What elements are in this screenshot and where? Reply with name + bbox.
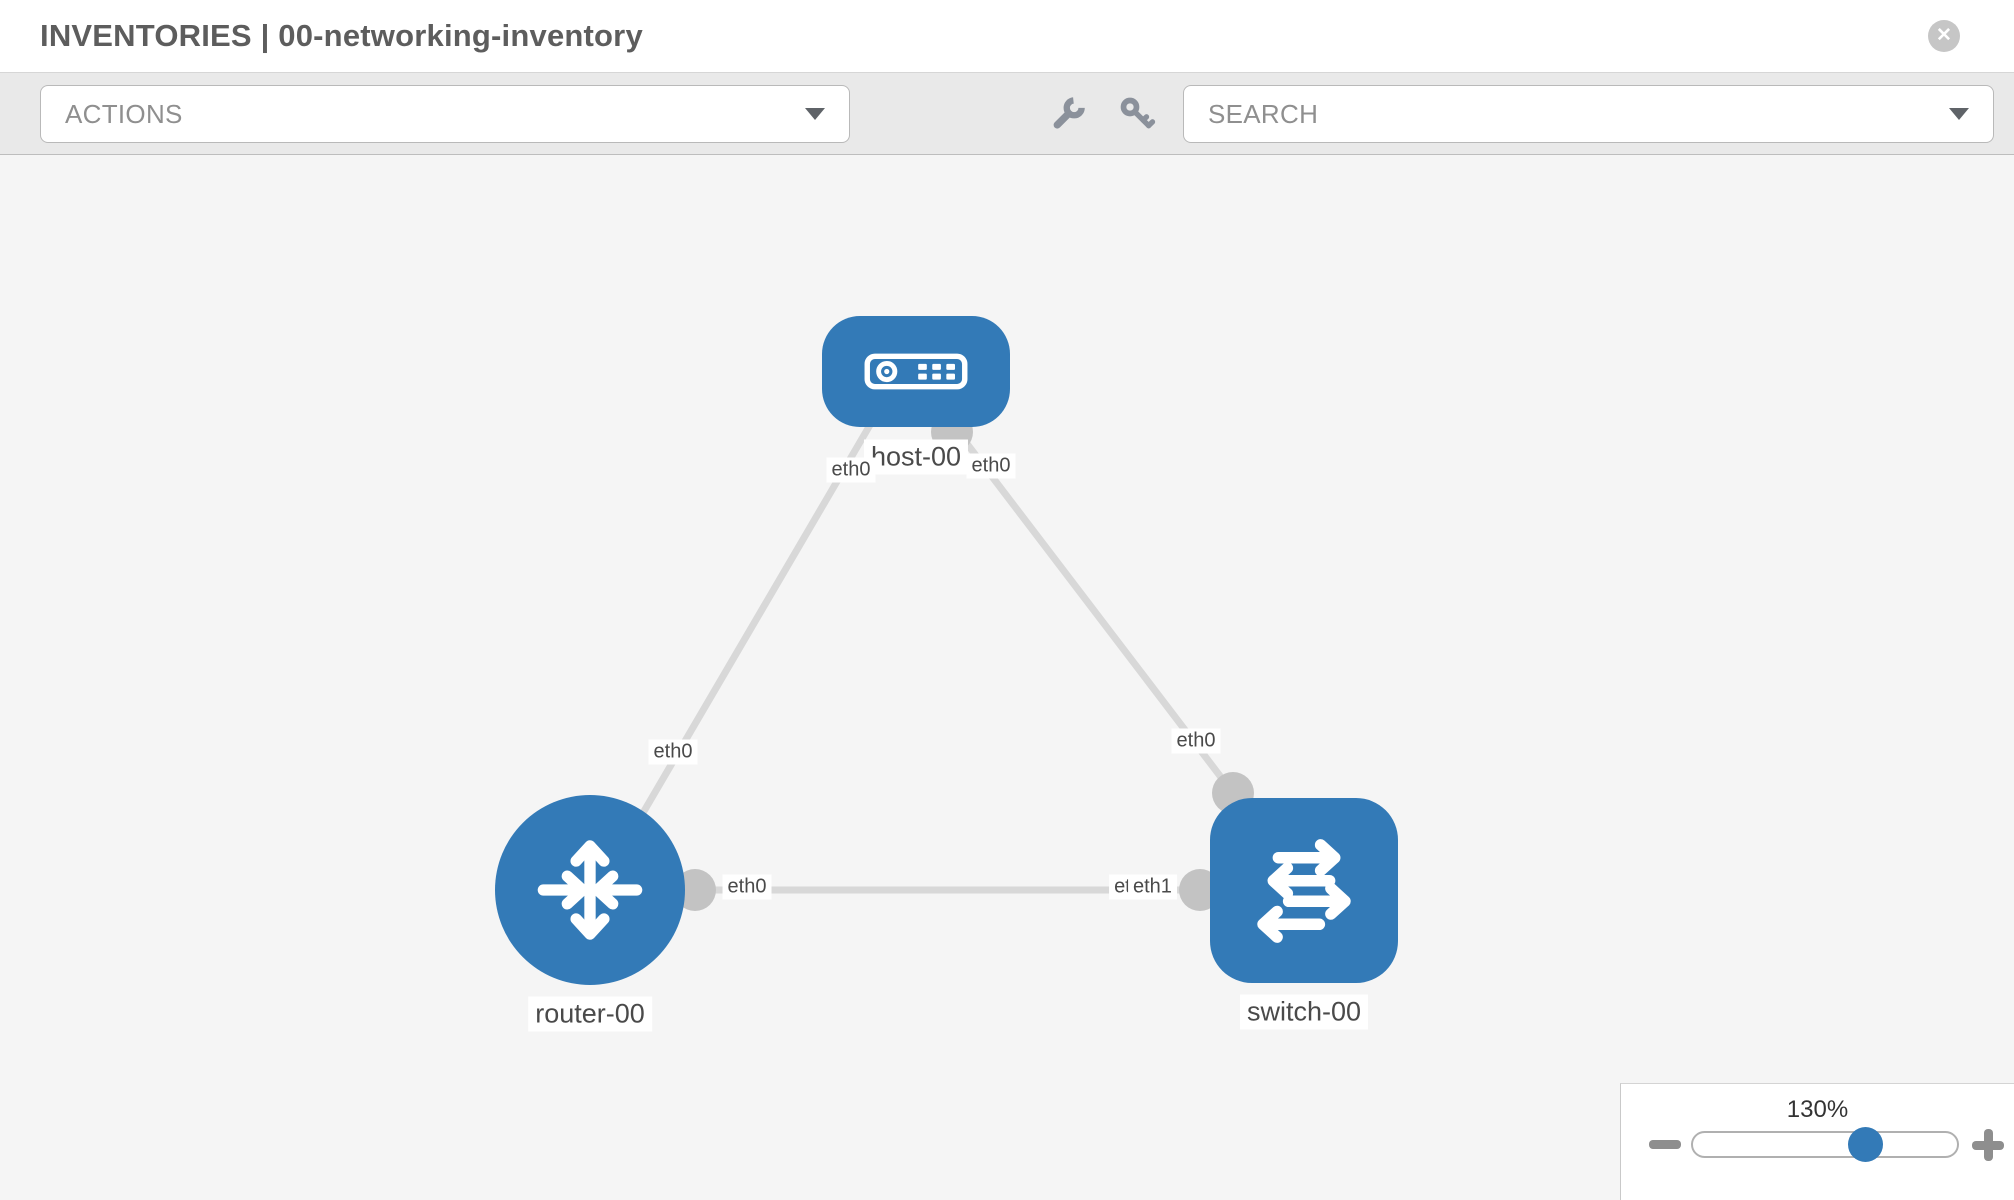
node-host-00[interactable] [822, 316, 1010, 427]
iface-label-switch-eth1: eth1 [1128, 874, 1177, 900]
actions-dropdown-label: ACTIONS [65, 98, 183, 129]
chevron-down-icon [1949, 108, 1969, 120]
iface-label-switch-eth0: eth0 [1171, 728, 1221, 754]
page-title: INVENTORIES | 00-networking-inventory [40, 18, 643, 53]
node-label-switch: switch-00 [1239, 994, 1369, 1030]
zoom-control-panel: 130% [1620, 1083, 2014, 1200]
search-dropdown-label: SEARCH [1208, 98, 1319, 129]
node-switch-00[interactable] [1210, 798, 1398, 983]
zoom-slider-thumb[interactable] [1848, 1127, 1883, 1162]
router-arrows-icon [537, 840, 643, 940]
link-endpoints [674, 411, 1254, 911]
close-icon[interactable]: ✕ [1928, 20, 1960, 52]
topology-canvas[interactable]: host-00 router-00 switch-00 eth0 eth0 et… [0, 155, 2014, 1200]
node-label-host: host-00 [863, 439, 969, 475]
link-lines [636, 421, 1237, 894]
iface-label-host-eth0: eth0 [826, 457, 876, 483]
host-server-icon [864, 353, 968, 390]
chevron-down-icon [805, 108, 825, 120]
iface-label-router-eth0: eth0 [648, 739, 698, 765]
zoom-level-value: 130% [1786, 1096, 1849, 1123]
zoom-in-button[interactable] [1972, 1129, 2004, 1161]
key-icon[interactable] [1117, 94, 1157, 134]
wrench-icon[interactable] [1049, 95, 1087, 133]
node-label-router: router-00 [528, 996, 652, 1032]
search-dropdown[interactable]: SEARCH [1183, 85, 1994, 143]
link-layer [636, 411, 1254, 911]
actions-dropdown[interactable]: ACTIONS [40, 85, 850, 143]
zoom-out-button[interactable] [1649, 1140, 1681, 1149]
iface-label-host-eth0: eth0 [966, 453, 1016, 479]
node-router-00[interactable] [495, 795, 685, 985]
header-bar: INVENTORIES | 00-networking-inventory ✕ [0, 0, 2014, 72]
iface-label-router-eth0: eth0 [722, 874, 772, 900]
switch-arrows-icon [1257, 838, 1351, 943]
toolbar: ACTIONS SEARCH [0, 72, 2014, 155]
zoom-slider[interactable] [1691, 1127, 1959, 1162]
